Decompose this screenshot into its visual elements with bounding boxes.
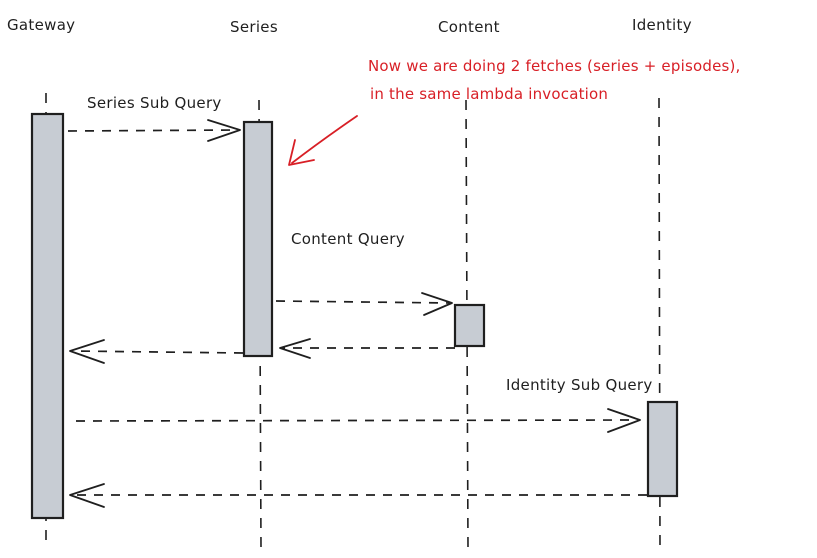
message-label-identity-sub-query: Identity Sub Query xyxy=(506,376,653,394)
activation-content xyxy=(453,303,486,348)
activation-gateway xyxy=(30,112,65,520)
arrow-content-to-series xyxy=(279,338,455,359)
activation-identity xyxy=(646,400,679,498)
annotation-arrow xyxy=(288,115,358,166)
annotation-line-1: Now we are doing 2 fetches (series + epi… xyxy=(368,57,741,75)
arrow-gateway-to-series xyxy=(67,119,241,142)
message-label-series-sub-query: Series Sub Query xyxy=(87,94,222,112)
participant-identity: Identity xyxy=(632,16,692,34)
participant-gateway: Gateway xyxy=(7,16,75,34)
arrow-identity-to-gateway xyxy=(69,483,647,508)
arrow-gateway-to-identity xyxy=(75,408,641,433)
participant-series: Series xyxy=(230,18,278,36)
annotation-line-2: in the same lambda invocation xyxy=(370,85,608,103)
arrow-series-to-content xyxy=(275,292,453,316)
arrow-series-to-gateway xyxy=(69,339,244,364)
message-label-content-query: Content Query xyxy=(291,230,405,248)
participant-content: Content xyxy=(438,18,500,36)
activation-series xyxy=(242,120,274,358)
